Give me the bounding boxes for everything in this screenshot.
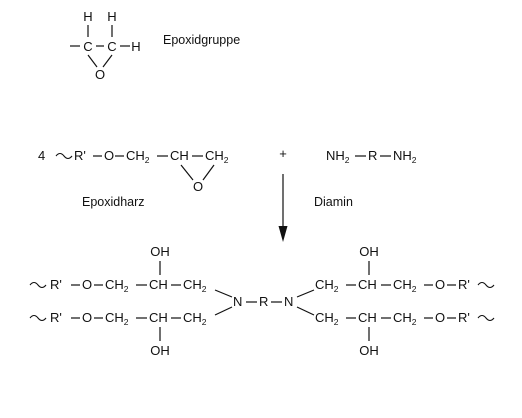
resin-ring-left (180, 164, 194, 181)
product-ch-upper-left: CH (149, 277, 168, 292)
resin-ring-right (202, 164, 215, 181)
product-o-lower-right: O (435, 310, 445, 325)
resin-ch: CH (170, 148, 189, 163)
product-wave-lower-right (477, 314, 495, 322)
product-ch2-lower-right-inner: CH2 (315, 310, 339, 327)
epoxy-ring-right (102, 54, 113, 68)
product-ch2-lower-right: CH2 (393, 310, 417, 327)
product-n-right: N (284, 294, 293, 309)
product-ch-lower-left: CH (149, 310, 168, 325)
product-ch2-upper-left-inner: CH2 (183, 277, 207, 294)
epoxy-ring-left (87, 54, 98, 68)
epoxy-c2: C (107, 39, 116, 54)
diamine-nh2-right: NH2 (393, 148, 417, 165)
product-oh-lower-left: OH (150, 343, 170, 358)
plus-sign: + (279, 146, 287, 161)
epoxy-resin-label: Epoxidharz (82, 195, 145, 209)
product-core-r: R (259, 294, 268, 309)
product-ch2-lower-left: CH2 (105, 310, 129, 327)
resin-ring-o: O (193, 179, 203, 194)
product-r-lower-left: R' (50, 310, 62, 325)
product-o-upper-left: O (82, 277, 92, 292)
epoxy-ring-o: O (95, 67, 105, 82)
bond (214, 306, 233, 316)
reaction-arrow (278, 174, 288, 242)
product-ch2-upper-right: CH2 (393, 277, 417, 294)
diamine-structure: NH2 R NH2 Diamin (314, 148, 417, 209)
product-oh-upper-right: OH (359, 244, 379, 259)
bond (296, 306, 315, 316)
epoxy-resin-structure: 4 R' O CH2 CH CH2 O Epoxidharz (38, 148, 229, 209)
resin-coefficient: 4 (38, 148, 45, 163)
product-ch-lower-right: CH (358, 310, 377, 325)
product-r-upper-left: R' (50, 277, 62, 292)
product-o-upper-right: O (435, 277, 445, 292)
product-ch2-upper-left: CH2 (105, 277, 129, 294)
resin-ch2-terminal: CH2 (205, 148, 229, 165)
epoxy-h2: H (107, 9, 116, 24)
product-oh-lower-right: OH (359, 343, 379, 358)
product-r-lower-right: R' (458, 310, 470, 325)
resin-ch2: CH2 (126, 148, 150, 165)
epoxy-h1: H (83, 9, 92, 24)
diamine-nh2-left: NH2 (326, 148, 350, 165)
diamine-label: Diamin (314, 195, 353, 209)
epoxy-c1: C (83, 39, 92, 54)
resin-r: R' (74, 148, 86, 163)
epoxy-group-structure: H H C C H O Epoxidgruppe (70, 9, 240, 82)
resin-o: O (104, 148, 114, 163)
product-wave-lower-left (29, 314, 47, 322)
product-o-lower-left: O (82, 310, 92, 325)
product-oh-upper-left: OH (150, 244, 170, 259)
reaction-arrow-head (278, 226, 288, 242)
product-r-upper-right: R' (458, 277, 470, 292)
epoxy-group-label: Epoxidgruppe (163, 33, 240, 47)
product-n-left: N (233, 294, 242, 309)
product-structure: R' O CH2 CH OH CH2 R' O CH2 CH OH CH2 N … (29, 244, 495, 358)
bond (296, 289, 315, 298)
product-ch2-lower-left-inner: CH2 (183, 310, 207, 327)
bond (214, 289, 233, 298)
epoxy-h-right: H (131, 39, 140, 54)
product-wave-upper-right (477, 281, 495, 289)
diamine-r: R (368, 148, 377, 163)
resin-chain-wave (55, 152, 73, 160)
product-ch-upper-right: CH (358, 277, 377, 292)
product-ch2-upper-right-inner: CH2 (315, 277, 339, 294)
product-wave-upper-left (29, 281, 47, 289)
